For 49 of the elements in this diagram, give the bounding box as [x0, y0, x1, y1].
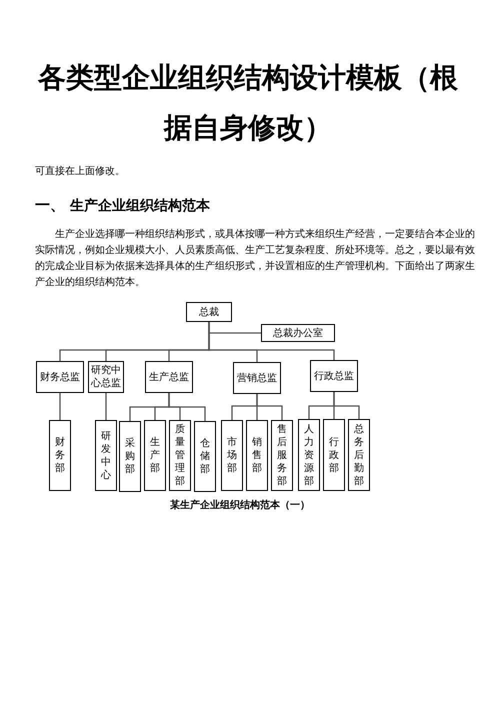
- department-box: [194, 421, 216, 492]
- department-box: [246, 420, 268, 491]
- department-name: 市场部: [227, 436, 237, 475]
- department-name: 采购部: [125, 437, 135, 476]
- department-name: 研发中心: [101, 430, 111, 482]
- department-box: [298, 419, 320, 491]
- position-box: [36, 361, 84, 393]
- department-box: [119, 421, 141, 492]
- department-name: 售后服务部: [277, 423, 287, 488]
- page-title: 各类型企业组织结构设计模板（根据自身修改）: [36, 60, 459, 146]
- connector-line: [333, 392, 360, 419]
- department-box: [49, 420, 71, 491]
- connector-line: [256, 394, 283, 420]
- department-box: [144, 420, 166, 491]
- department-name: 销售部: [252, 436, 262, 475]
- position-title: 总裁办公室: [273, 326, 323, 340]
- note-text: 可直接在上面修改。: [35, 165, 125, 179]
- department-name: 总务后勤部: [354, 422, 364, 488]
- section-heading: 生产企业组织结构范本: [70, 197, 210, 216]
- department-box: [221, 420, 243, 491]
- position-box: [186, 302, 232, 322]
- position-box: [261, 324, 335, 342]
- department-name: 财务部: [55, 436, 65, 475]
- connector-line: [168, 393, 206, 421]
- department-box: [323, 419, 345, 491]
- department-box: [169, 420, 191, 491]
- department-box: [348, 419, 370, 491]
- department-name: 生产部: [150, 436, 160, 475]
- position-title: 研究中心总监: [90, 364, 122, 390]
- position-title: 行政总监: [314, 370, 354, 382]
- connector-line: [208, 322, 335, 360]
- position-title: 总裁: [199, 306, 219, 318]
- position-title: 生产总监: [149, 370, 189, 384]
- connector-line: [105, 393, 107, 420]
- position-title: 营销总监: [237, 372, 277, 384]
- position-box: [233, 362, 281, 394]
- department-name: 仓储部: [200, 437, 210, 476]
- connector-line: [59, 393, 61, 420]
- department-name: 人力资源部: [304, 422, 314, 488]
- position-box: [310, 360, 358, 392]
- position-box: [145, 361, 193, 393]
- department-box: [95, 420, 117, 491]
- department-name: 质量管理部: [175, 423, 185, 488]
- position-title: 财务总监: [40, 370, 80, 384]
- body-paragraph: 生产企业选择哪一种组织结构形式，或具体按哪一种方式来组织生产经营，一定要结合本企业的实际情况，例如企业规模大小、人员素质高低、生产工艺复杂程度、所处环境等。总之，要以最有效的完成企业目标为依据来选择具体的生产组织形式，并设置相应的生产管理机构。下面给出了两家生产企业的组织结构范本。: [35, 228, 475, 290]
- department-name: 行政部: [329, 436, 339, 474]
- department-box: [271, 420, 293, 491]
- figure-caption: 某生产企业组织结构范本（一）: [169, 499, 311, 513]
- section-number: 一、: [35, 195, 65, 215]
